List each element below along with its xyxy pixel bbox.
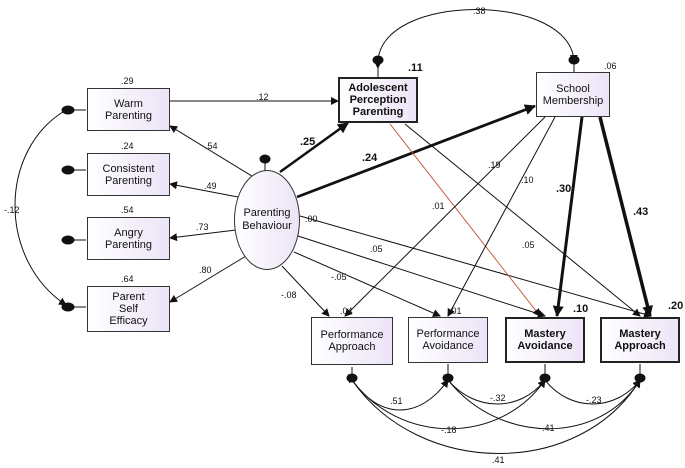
node-performance-approach: Performance Approach	[311, 317, 393, 365]
path-pb-perf-app	[281, 265, 330, 317]
path-pb-school	[296, 104, 536, 199]
coef-pb-consistent: .49	[204, 181, 217, 191]
node-parenting-behaviour: Parenting Behaviour	[234, 170, 300, 270]
coef-warm-app: .12	[256, 92, 269, 102]
coef-school-perf-app: .19	[488, 160, 501, 170]
r2-mastery-avoidance: .10	[573, 303, 589, 315]
node-performance-avoidance: Performance Avoidance	[408, 317, 488, 363]
r2-adolescent-perception: .11	[408, 62, 423, 74]
node-angry-parenting: Angry Parenting	[87, 217, 170, 260]
path-pb-consistent	[169, 181, 239, 198]
r2-warm: .29	[121, 76, 134, 86]
coef-app-mast-app: .05	[522, 240, 535, 250]
corr-label-pav-mapp: .41	[542, 423, 555, 433]
corr-label-pav-mav: -.32	[490, 393, 506, 403]
corr-label-pa-pav: .51	[390, 396, 403, 406]
coef-pb-angry: .73	[196, 222, 209, 232]
path-pb-warm	[169, 125, 256, 179]
coef-pb-mast-av: .05	[370, 244, 383, 254]
r2-efficacy: .64	[121, 274, 134, 284]
node-warm-parenting: Warm Parenting	[87, 88, 170, 131]
corr-pav-mav	[443, 374, 546, 405]
path-pb-perf-av	[293, 251, 441, 317]
coef-school-mast-av: .30	[556, 183, 572, 195]
coef-school-mast-app: .43	[633, 206, 649, 218]
coef-pb-efficacy: .80	[199, 265, 212, 275]
node-mastery-approach: Mastery Approach	[600, 317, 680, 363]
r2-performance-approach: .04	[340, 306, 353, 316]
coef-pb-school: .24	[362, 152, 378, 164]
corr-label-pa-mapp: .41	[492, 455, 505, 465]
path-app-mast-av	[389, 123, 541, 317]
corr-mav-mapp	[540, 374, 641, 405]
corr-label-mav-mapp: -.23	[586, 395, 602, 405]
coef-pb-perf-av: -.05	[331, 272, 347, 282]
corr-app-school	[374, 9, 578, 69]
path-pb-mast-av	[297, 235, 546, 318]
path-pb-angry	[169, 229, 237, 242]
node-school-membership: School Membership	[536, 72, 610, 117]
r2-consistent: .24	[121, 141, 134, 151]
path-school-perf-av	[447, 116, 556, 317]
coef-pb-mast-app: .00	[305, 214, 318, 224]
corr-label-pa-mav: -.18	[441, 425, 457, 435]
corr-label-app-school: .38	[473, 6, 486, 16]
path-school-perf-app	[344, 116, 546, 317]
node-adolescent-perception-parenting: Adolescent Perception Parenting	[338, 77, 418, 123]
coef-pb-warm: .54	[205, 141, 218, 151]
r2-school: .06	[604, 61, 617, 71]
r2-performance-avoidance: .01	[449, 306, 462, 316]
node-parent-self-efficacy: Parent Self Efficacy	[87, 286, 170, 332]
coef-school-perf-av: .10	[521, 175, 534, 185]
coef-pb-app: .25	[300, 136, 316, 148]
corr-warm-efficacy	[14, 106, 73, 306]
coef-pb-perf-app: -.08	[281, 290, 297, 300]
r2-angry: .54	[121, 205, 134, 215]
path-pb-efficacy	[169, 255, 247, 303]
path-pb-mast-app	[299, 215, 652, 318]
corr-pav-mapp	[443, 374, 641, 430]
path-app-mast-app	[404, 123, 641, 317]
path-school-mast-app	[598, 116, 653, 317]
error-terms	[61, 55, 646, 383]
node-mastery-avoidance: Mastery Avoidance	[505, 317, 585, 363]
path-school-mast-av	[552, 116, 584, 317]
r2-mastery-approach: .20	[668, 300, 684, 312]
coef-app-mast-av: .01	[432, 201, 445, 211]
node-consistent-parenting: Consistent Parenting	[87, 153, 170, 196]
path-pb-app	[279, 121, 349, 174]
corr-pa-mapp	[348, 374, 641, 454]
corr-label-warm-efficacy: -.12	[4, 205, 20, 215]
corr-pa-mav	[347, 374, 546, 430]
